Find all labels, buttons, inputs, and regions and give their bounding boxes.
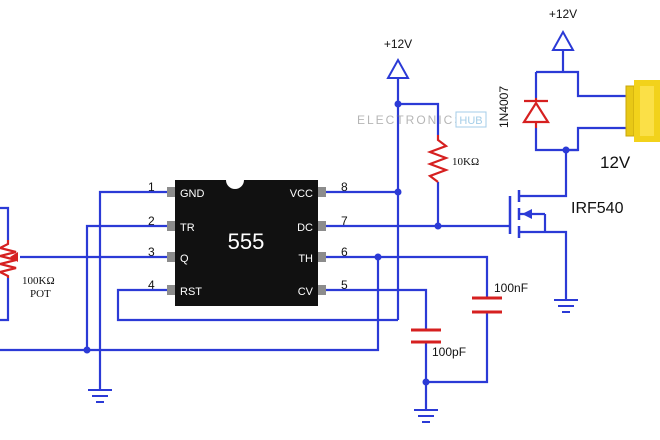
pin-label-tr: TR	[180, 222, 195, 234]
supply-label: +12V	[384, 37, 412, 51]
junction-dot	[83, 346, 91, 354]
resistor-label: 10KΩ	[452, 156, 479, 168]
svg-text:ELECTRONICS: ELECTRONICS	[357, 113, 464, 127]
junction-dot	[434, 222, 442, 230]
pin-num-3: 3	[148, 245, 155, 259]
capacitor-100nf: 100nF	[472, 281, 528, 314]
wire-motor-top	[536, 70, 630, 98]
pot-wiper-arrow	[10, 252, 18, 262]
pin-8	[318, 187, 326, 197]
supply-12v-center: +12V	[384, 37, 412, 79]
pot-label-value: 100KΩ	[22, 275, 55, 287]
junction-dot	[374, 253, 382, 261]
wire-reset	[116, 288, 398, 322]
pin-num-6: 6	[341, 245, 348, 259]
wire-pot-top	[0, 206, 10, 240]
pin-1	[167, 187, 175, 197]
pin-label-cv: CV	[298, 286, 314, 298]
junction-dot	[562, 146, 570, 154]
pin-num-8: 8	[341, 180, 348, 194]
junction-dot	[394, 188, 402, 196]
pin-label-rst: RST	[180, 286, 202, 298]
pin-num-2: 2	[148, 214, 155, 228]
diode-1n4007: 1N4007	[497, 86, 550, 128]
resistor-10k: 10KΩ	[426, 135, 479, 183]
wire-100nf-gnd	[426, 312, 489, 384]
pin-label-dc: DC	[297, 222, 313, 234]
junction-dot	[394, 100, 402, 108]
wire-motor-bottom	[534, 126, 630, 152]
pot-label-type: POT	[30, 288, 51, 300]
pin-4	[167, 285, 175, 295]
pin-label-gnd: GND	[180, 188, 205, 200]
pin-6	[318, 252, 326, 262]
motor-12v: 12V	[600, 80, 660, 172]
capacitor-100pf: 100pF	[411, 328, 466, 359]
wire-th-100nf	[378, 255, 489, 298]
supply-label-2: +12V	[549, 7, 577, 21]
motor-label: 12V	[600, 153, 631, 172]
potentiometer: 100KΩ POT	[0, 240, 55, 300]
wire-to-resistor	[398, 102, 440, 135]
wire-threshold	[0, 255, 380, 352]
pin-label-th: TH	[298, 253, 313, 265]
pin-label-q: Q	[180, 253, 189, 265]
cap-100pf-label: 100pF	[432, 345, 466, 359]
pin-3	[167, 252, 175, 262]
watermark-logo: ELECTRONICS HUB	[357, 111, 487, 128]
cap-100nf-label: 100nF	[494, 281, 528, 295]
svg-text:HUB: HUB	[459, 115, 482, 127]
junction-dot	[422, 378, 430, 386]
supply-12v-right: +12V	[549, 7, 577, 72]
mosfet-label: IRF540	[571, 200, 624, 217]
wire-pot-bottom	[0, 278, 10, 322]
ic-555: 555 GND TR Q RST VCC DC TH CV 1 2 3 4 8 …	[148, 180, 348, 306]
ground-symbol-pin1	[88, 389, 112, 403]
ground-symbol-caps	[414, 409, 438, 423]
diode-label: 1N4007	[497, 86, 511, 128]
pin-num-5: 5	[341, 278, 348, 292]
wire-trigger	[85, 224, 167, 350]
ground-symbol-mosfet	[554, 240, 578, 313]
ic-name: 555	[228, 229, 265, 254]
wire-gnd-pin1	[98, 190, 167, 390]
pin-num-7: 7	[341, 214, 348, 228]
pin-num-4: 4	[148, 278, 155, 292]
pin-2	[167, 221, 175, 231]
wire-cv	[326, 288, 428, 330]
pin-7	[318, 221, 326, 231]
pin-label-vcc: VCC	[290, 188, 313, 200]
pin-num-1: 1	[148, 180, 155, 194]
pin-5	[318, 285, 326, 295]
mosfet-irf540: IRF540	[508, 150, 624, 240]
ic-body	[175, 180, 318, 306]
